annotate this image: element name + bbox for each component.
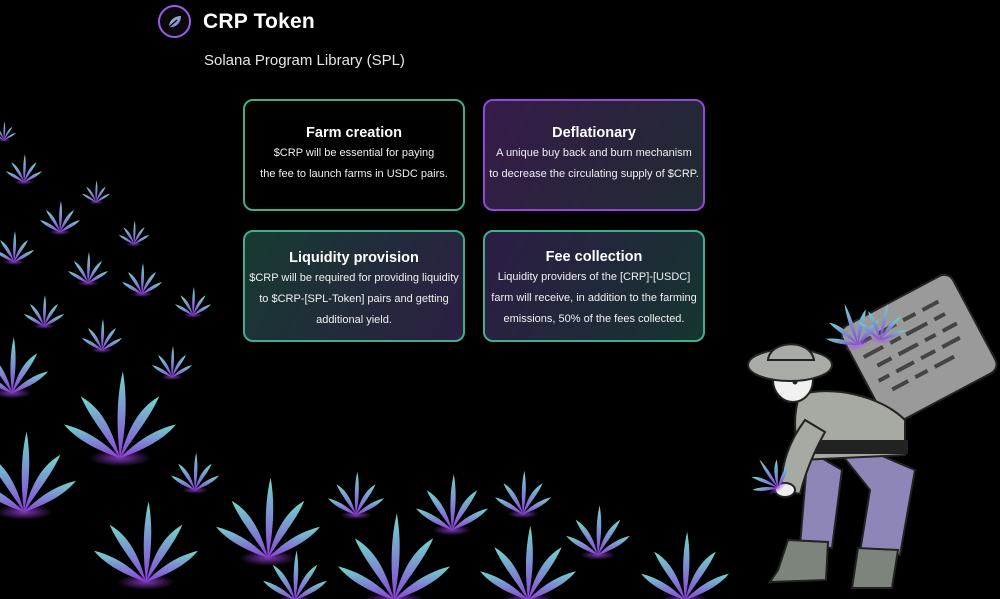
card-deflationary: Deflationary A unique buy back and burn … bbox=[483, 99, 705, 211]
card-farm-creation: Farm creation $CRP will be essential for… bbox=[243, 99, 465, 211]
page-subtitle: Solana Program Library (SPL) bbox=[204, 52, 405, 69]
card-line: the fee to launch farms in USDC pairs. bbox=[260, 168, 448, 180]
farmer-illustration bbox=[740, 273, 998, 589]
card-line: A unique buy back and burn mechanism bbox=[496, 147, 692, 159]
card-line: farm will receive, in addition to the fa… bbox=[491, 292, 697, 304]
card-line: additional yield. bbox=[316, 314, 392, 326]
card-title: Liquidity provision bbox=[289, 250, 419, 266]
card-liquidity-provision: Liquidity provision $CRP will be require… bbox=[243, 230, 465, 342]
card-description: Liquidity providers of the [CRP]-[USDC] … bbox=[489, 267, 699, 330]
card-fee-collection: Fee collection Liquidity providers of th… bbox=[483, 230, 705, 342]
page-header: CRP Token bbox=[158, 5, 315, 38]
card-description: $CRP will be essential for paying the fe… bbox=[249, 143, 459, 185]
card-line: emissions, 50% of the fees collected. bbox=[503, 313, 685, 325]
card-description: A unique buy back and burn mechanism to … bbox=[489, 143, 699, 185]
card-line: to $CRP-[SPL-Token] pairs and getting bbox=[259, 293, 449, 305]
card-title: Deflationary bbox=[552, 125, 636, 141]
card-line: Liquidity providers of the [CRP]-[USDC] bbox=[497, 271, 691, 283]
leaf-icon bbox=[158, 5, 191, 38]
card-line: $CRP will be essential for paying bbox=[273, 147, 435, 159]
page-title: CRP Token bbox=[203, 9, 315, 33]
card-title: Fee collection bbox=[545, 249, 643, 265]
card-line: $CRP will be required for providing liqu… bbox=[249, 272, 459, 284]
card-title: Farm creation bbox=[306, 125, 402, 141]
card-description: $CRP will be required for providing liqu… bbox=[249, 268, 459, 331]
card-line: to decrease the circulating supply of $C… bbox=[489, 168, 699, 180]
